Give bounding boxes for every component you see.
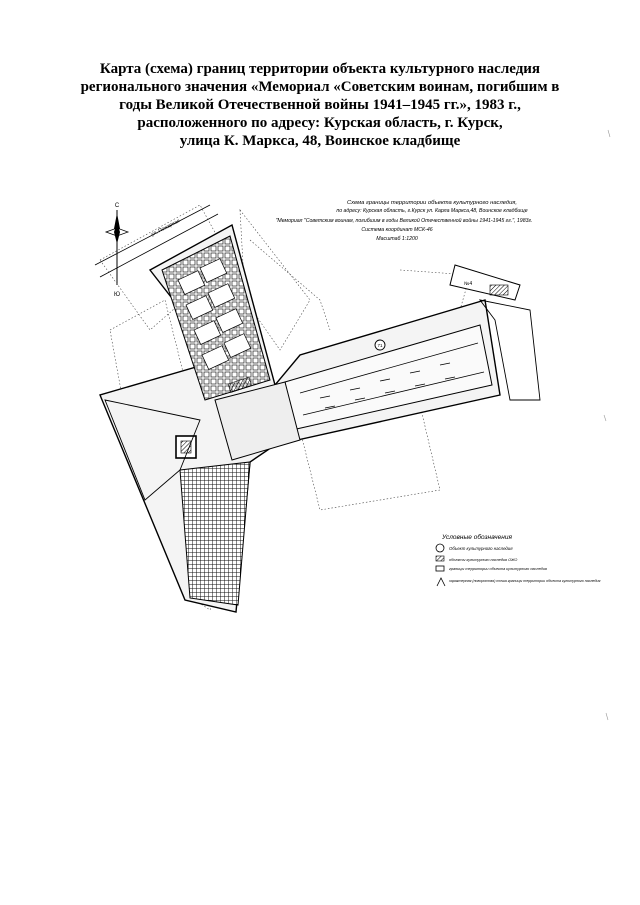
scheme-line-3: "Мемориал "Советским воинам, погибшим в … — [276, 217, 533, 224]
legend-item-1-text: Объект культурного наследия — [449, 546, 513, 551]
scheme-line-2: по адресу: Курская область, г.Курск ул. … — [336, 208, 527, 214]
legend-title: Условные обозначения — [441, 533, 512, 541]
heritage-object-number: 71 — [377, 343, 383, 348]
compass-north-label: С — [115, 203, 120, 209]
compass-rose: С Ю — [104, 203, 130, 298]
title-line-3: годы Великой Отечественной войны 1941–19… — [119, 97, 521, 113]
title-line-4: расположенного по адресу: Курская област… — [137, 115, 503, 131]
title-line-5: улица К. Маркса, 48, Воинское кладбище — [179, 133, 461, 149]
building-label: №4 — [464, 281, 472, 287]
scheme-line-5: Масштаб 1:1200 — [376, 236, 418, 242]
page-title: Карта (схема) границ территории объекта … — [60, 60, 580, 150]
title-line-1: Карта (схема) границ территории объекта … — [99, 61, 541, 77]
legend-item-4-text: характерная (поворотная) точка границы т… — [448, 579, 600, 583]
territory-boundary: №4 — [99, 223, 541, 613]
street-label: ул. Пожарная — [150, 218, 181, 238]
compass-south-label: Ю — [114, 292, 120, 298]
scheme-line-4: Система координат МСК-46 — [361, 227, 432, 233]
scheme-caption: Схема границы территории объекта культур… — [276, 200, 533, 242]
scheme-line-1: Схема границы территории объекта культур… — [347, 200, 517, 206]
legend-symbol-object — [435, 543, 445, 553]
legend-item-3-text: границы территории объекта культурного н… — [449, 567, 547, 571]
legend-item-2-text: объекты культурного наследия ОЖО — [449, 558, 517, 562]
legend-symbol-boundary — [435, 565, 445, 572]
heritage-object-marker: 71 — [374, 339, 386, 351]
title-line-2: регионального значения «Мемориал «Советс… — [80, 79, 560, 95]
scan-marks — [603, 129, 611, 721]
legend-symbol-point — [436, 577, 446, 587]
legend-symbol-hatched — [435, 555, 445, 562]
legend: Условные обозначения Объект культурного … — [435, 533, 600, 587]
